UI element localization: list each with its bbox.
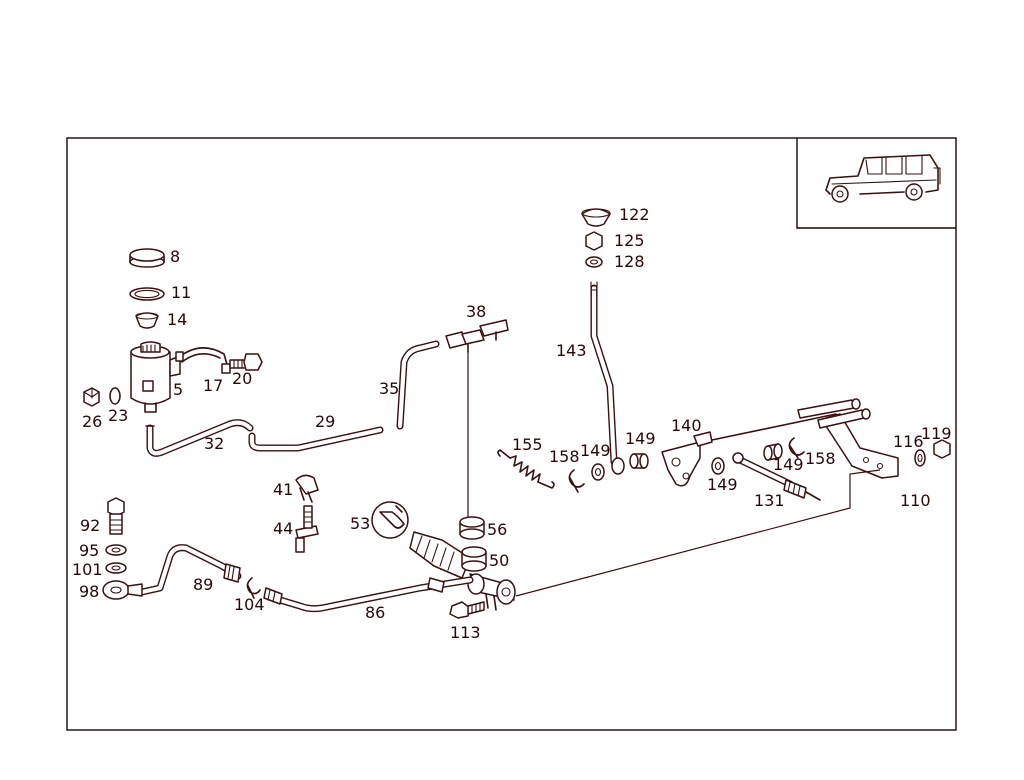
callout-38: 38	[466, 302, 486, 321]
callout-44: 44	[273, 519, 293, 538]
callout-155: 155	[512, 435, 543, 454]
fitting-38	[445, 319, 509, 517]
leader-110	[515, 469, 881, 597]
bushing-149-mid	[629, 453, 649, 469]
callout-101: 101	[72, 560, 103, 579]
banjo-bolt-92	[107, 497, 125, 535]
callout-5: 5	[173, 380, 183, 399]
callout-23: 23	[108, 406, 128, 425]
callout-11: 11	[171, 283, 191, 302]
bushing-149-right	[711, 457, 725, 475]
callout-158-left: 158	[549, 447, 580, 466]
clip-158-right	[788, 437, 805, 459]
callout-116: 116	[893, 432, 924, 451]
hose-32	[145, 419, 254, 457]
reservoir-filter	[135, 312, 159, 329]
callout-131: 131	[754, 491, 785, 510]
banjo-fitting-98	[102, 580, 143, 600]
bushing-149-left	[591, 463, 605, 481]
bushing-56	[459, 516, 485, 540]
slave-cylinder	[467, 573, 516, 611]
wrench-tool-53	[371, 501, 409, 539]
callout-149-upper: 149	[773, 455, 804, 474]
callout-119: 119	[921, 424, 952, 443]
callout-35: 35	[379, 379, 399, 398]
callout-158-right: 158	[805, 449, 836, 468]
nut-26	[83, 387, 100, 407]
push-cap-122	[581, 208, 611, 227]
callout-50: 50	[489, 551, 509, 570]
callout-8: 8	[170, 247, 180, 266]
line-86	[263, 576, 474, 613]
callout-149-left: 149	[580, 441, 611, 460]
vehicle-thumbnail	[825, 154, 941, 203]
hose-35	[396, 340, 440, 430]
reservoir-clamp	[175, 347, 231, 374]
clip-104	[246, 577, 261, 599]
callout-113: 113	[450, 623, 481, 642]
callout-92: 92	[80, 516, 100, 535]
callout-149-right: 149	[707, 475, 738, 494]
callout-128: 128	[614, 252, 645, 271]
bushing-149-upper	[763, 443, 783, 461]
hose-89	[138, 544, 242, 596]
diagram-frame	[66, 137, 957, 731]
callout-110: 110	[900, 491, 931, 510]
callout-26: 26	[82, 412, 102, 431]
nut-125	[585, 231, 603, 251]
washer-101	[105, 562, 127, 574]
callout-56: 56	[487, 520, 507, 539]
rod-143	[590, 281, 625, 475]
callout-17: 17	[203, 376, 223, 395]
nut-119	[933, 439, 951, 459]
bracket-110	[797, 398, 899, 479]
callout-89: 89	[193, 575, 213, 594]
reservoir-cap	[129, 248, 165, 268]
bolt-113	[449, 601, 485, 619]
washer-23	[109, 387, 121, 405]
lever-140	[661, 413, 837, 487]
vehicle-inset-frame	[796, 138, 956, 229]
callout-125: 125	[614, 231, 645, 250]
callout-14: 14	[167, 310, 187, 329]
clip-158-left	[568, 469, 585, 493]
tee-fitting-44	[295, 505, 319, 553]
callout-98: 98	[79, 582, 99, 601]
callout-labels: 8 11 14 5 17 20 26 23 32 29 35 38 122 12…	[72, 205, 952, 642]
fluid-reservoir	[130, 341, 181, 413]
callout-95: 95	[79, 541, 99, 560]
callout-104: 104	[234, 595, 265, 614]
callout-143: 143	[556, 341, 587, 360]
callout-41: 41	[273, 480, 293, 499]
callout-122: 122	[619, 205, 650, 224]
callout-53: 53	[350, 514, 370, 533]
washer-95	[105, 544, 127, 556]
dust-boot	[409, 531, 471, 579]
callout-86: 86	[365, 603, 385, 622]
callout-140: 140	[671, 416, 702, 435]
washer-128	[585, 256, 603, 268]
bolt-20	[229, 353, 263, 371]
callout-149-mid: 149	[625, 429, 656, 448]
callout-32: 32	[204, 434, 224, 453]
link-rod-131	[732, 452, 821, 501]
ring-50	[461, 546, 487, 572]
callout-20: 20	[232, 369, 252, 388]
reservoir-seal-ring	[129, 287, 165, 301]
washer-116	[914, 449, 926, 467]
line-29	[248, 426, 384, 452]
spring-155	[497, 449, 555, 489]
callout-29: 29	[315, 412, 335, 431]
clip-41	[295, 474, 319, 503]
